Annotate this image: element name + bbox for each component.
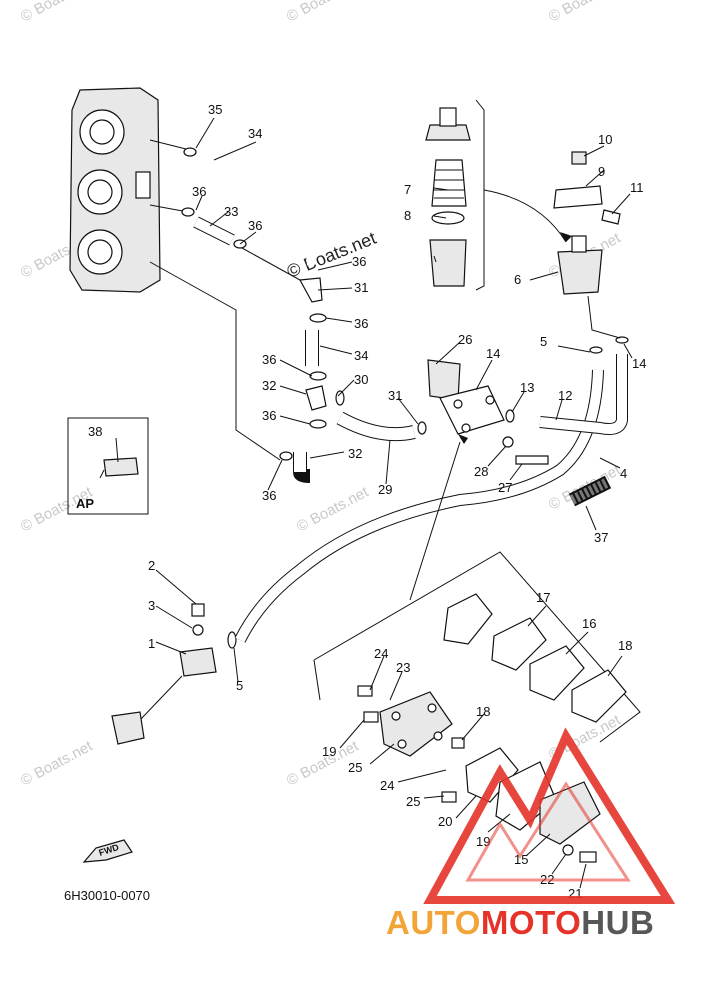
- callout: 25: [406, 794, 420, 809]
- callout: 12: [558, 388, 572, 403]
- hose-lines-top: [149, 139, 416, 483]
- callout: 24: [380, 778, 394, 793]
- callouts: 1 2 3 4 5 5 6 7 8 9 10 11 12 13 14 14 15…: [88, 102, 646, 901]
- callout: 3: [148, 598, 155, 613]
- fuel-pump: [409, 359, 549, 601]
- callout: 38: [88, 424, 102, 439]
- brand-part-auto: AUTO: [386, 904, 481, 941]
- callout: 5: [540, 334, 547, 349]
- callout: 4: [620, 466, 627, 481]
- callout: 31: [388, 388, 402, 403]
- callout: 26: [458, 332, 472, 347]
- callout: 19: [322, 744, 336, 759]
- fwd-arrow: FWD: [82, 839, 133, 863]
- callout: 30: [354, 372, 368, 387]
- callout: 36: [262, 352, 276, 367]
- callout: 14: [632, 356, 646, 371]
- watermark: © Boats.net: [18, 0, 96, 26]
- callout: 16: [582, 616, 596, 631]
- filter-bracket: [553, 151, 621, 339]
- callout: 23: [396, 660, 410, 675]
- fuel-filter-assembly: [425, 99, 572, 291]
- callout: 14: [486, 346, 500, 361]
- callout: 35: [208, 102, 222, 117]
- callout: 1: [148, 636, 155, 651]
- brand-logo-text: AUTOMOTOHUB: [386, 904, 654, 942]
- callout: 32: [348, 446, 362, 461]
- callout: 37: [594, 530, 608, 545]
- brand-part-hub: HUB: [581, 904, 655, 941]
- inset-ap: AP: [67, 417, 149, 515]
- callout: 36: [262, 488, 276, 503]
- callout: 9: [598, 164, 605, 179]
- callout: 2: [148, 558, 155, 573]
- callout: 28: [474, 464, 488, 479]
- callout: 11: [630, 180, 644, 195]
- callout: 17: [536, 590, 550, 605]
- callout: 13: [520, 380, 534, 395]
- fuel-joint: [111, 603, 217, 745]
- callout: 36: [192, 184, 206, 199]
- callout: 18: [476, 704, 490, 719]
- inset-label: AP: [76, 496, 94, 511]
- callout: 34: [248, 126, 262, 141]
- callout: 36: [352, 254, 366, 269]
- watermark: © Boats.net: [284, 0, 362, 26]
- callout: 36: [262, 408, 276, 423]
- brand-part-moto: MOTO: [480, 904, 582, 941]
- callout: 27: [498, 480, 512, 495]
- callout: 20: [438, 814, 452, 829]
- hose-clips: [181, 147, 629, 649]
- callout: 34: [354, 348, 368, 363]
- callout: 31: [354, 280, 368, 295]
- callout: 15: [514, 852, 528, 867]
- watermark: © Boats.net: [546, 0, 624, 26]
- callout: 6: [514, 272, 521, 287]
- callout: 32: [262, 378, 276, 393]
- callout: 36: [248, 218, 262, 233]
- exploded-fuel-pump: [313, 551, 641, 863]
- callout: 29: [378, 482, 392, 497]
- fuel-hoses-right: [234, 354, 628, 643]
- callout: 18: [618, 638, 632, 653]
- leader-lines: [115, 117, 633, 889]
- callout: 8: [404, 208, 411, 223]
- watermark: © Boats.net: [18, 737, 96, 789]
- callout: 10: [598, 132, 612, 147]
- callout: 5: [236, 678, 243, 693]
- callout: 33: [224, 204, 238, 219]
- brand-triangle-logo: [423, 727, 676, 904]
- callout: 36: [354, 316, 368, 331]
- carburetor-block: [69, 87, 161, 293]
- callout: 24: [374, 646, 388, 661]
- callout: 7: [404, 182, 411, 197]
- callout: 25: [348, 760, 362, 775]
- drawing-code: 6H30010-0070: [64, 888, 150, 903]
